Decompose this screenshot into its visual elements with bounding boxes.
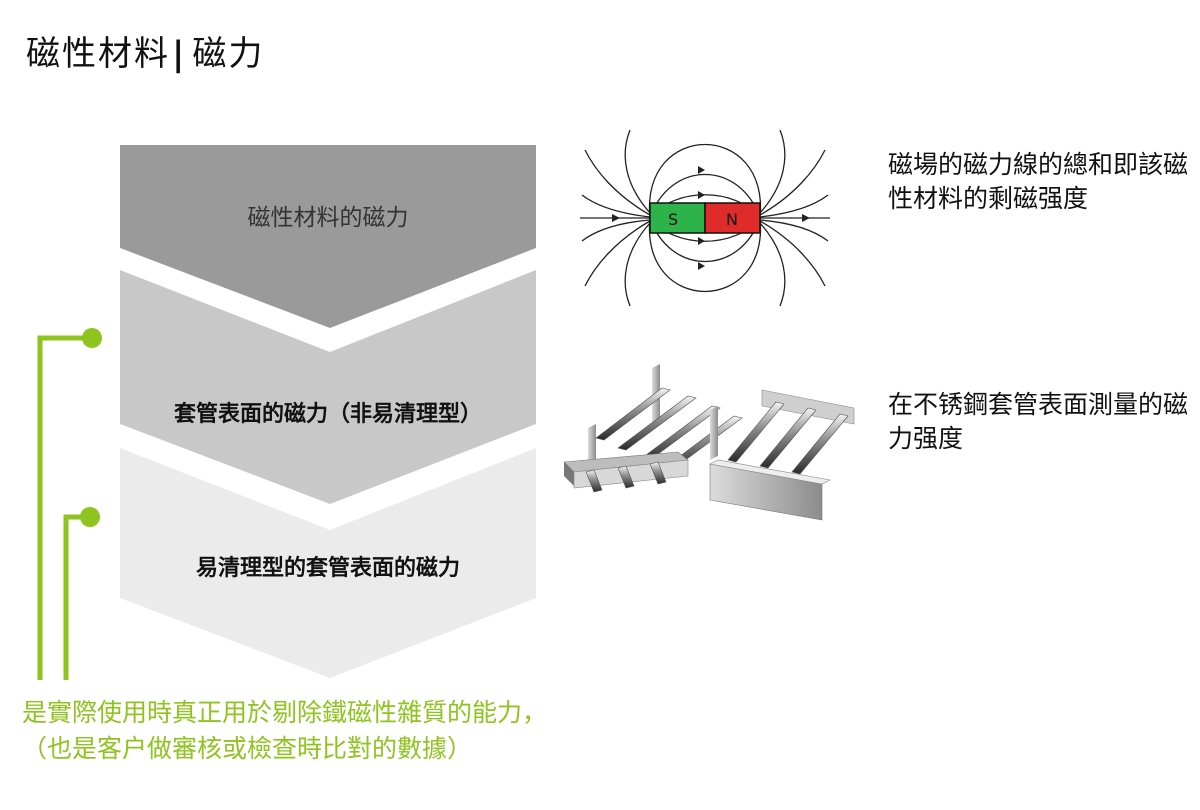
magnet-north-label: N <box>726 210 738 229</box>
chevron-1 <box>120 145 536 328</box>
field-arrows <box>612 166 810 270</box>
magnetic-grate-image <box>563 364 855 521</box>
chevron-2-label: 套管表面的磁力（非易清理型） <box>173 402 482 427</box>
page-title: 磁性材料|磁力 <box>26 26 264 75</box>
grate-right <box>709 389 855 521</box>
bracket-note: 是實際使用時真正用於剔除鐵磁性雜質的能力，（也是客户做審核或檢查時比對的數據） <box>22 698 548 763</box>
bar-magnet-diagram: S N <box>580 129 830 307</box>
magnet-south-label: S <box>668 210 678 229</box>
grate-left <box>563 364 743 493</box>
chevron-3 <box>120 448 536 678</box>
title-separator: | <box>172 34 187 74</box>
chevron-2 <box>120 270 536 504</box>
chevron-3-label: 易清理型的套管表面的磁力 <box>195 556 460 581</box>
chevron-1-label: 磁性材料的磁力 <box>247 205 409 231</box>
title-sub: 磁力 <box>192 34 265 74</box>
magnet-north-pole <box>704 202 761 234</box>
magnetic-field-description: 磁場的磁力線的總和即該磁性材料的剩磁强度 <box>888 150 1189 213</box>
title-main: 磁性材料 <box>26 34 170 74</box>
tube-surface-description: 在不锈鋼套管表面測量的磁力强度 <box>888 390 1189 453</box>
